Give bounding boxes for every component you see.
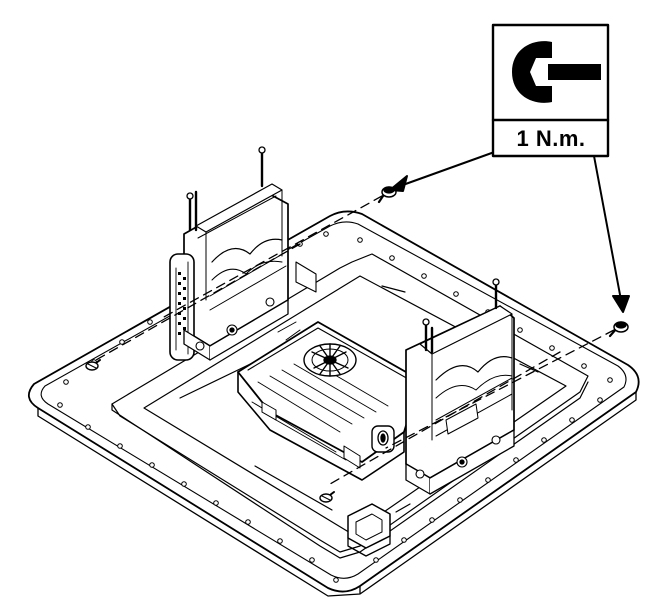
alignment-lines <box>95 195 615 485</box>
screw-right[interactable] <box>608 321 629 338</box>
callout-arrows <box>389 149 630 313</box>
screw-bottom <box>319 491 335 503</box>
radio-unit <box>237 321 421 481</box>
rim-rivets <box>57 231 613 583</box>
right-mounting-bracket <box>405 278 515 495</box>
screw-left <box>85 359 101 371</box>
torque-callout-box <box>491 23 610 158</box>
cable-port <box>347 503 391 557</box>
torque-value-label: 1 N.m. <box>516 126 586 151</box>
left-mounting-bracket <box>169 146 317 361</box>
wrench-icon <box>512 41 601 103</box>
